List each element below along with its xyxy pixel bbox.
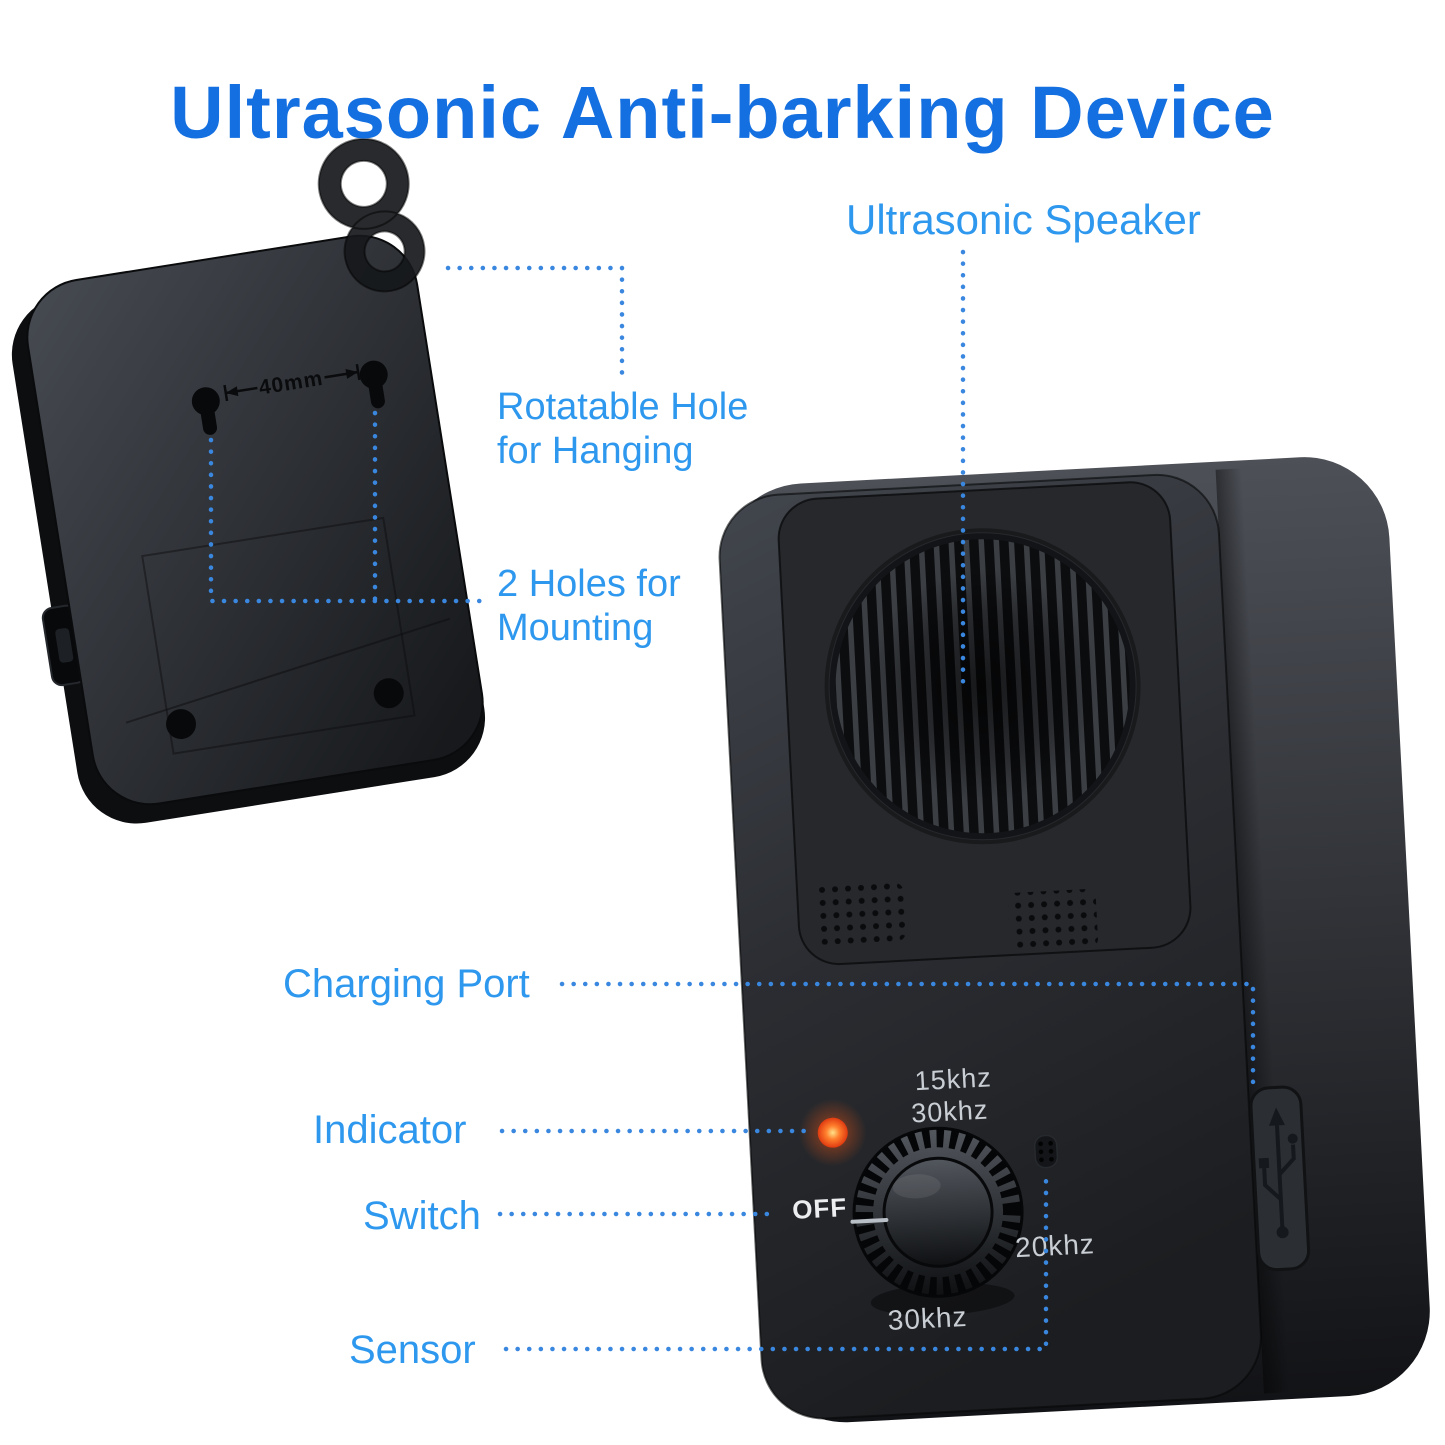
back-seam-line [125,617,451,724]
leader-rotatable-hole [445,265,625,379]
device-back-body [26,234,484,806]
battery-cover-seam [141,516,416,755]
callout-sensor: Sensor [349,1327,476,1373]
freq-label-30khz-top: 30khz [911,1095,990,1129]
ultrasonic-speaker-grille [824,528,1141,845]
leader-mounting-left [208,437,491,604]
device-front-view: 15khz 30khz OFF 20khz 30khz [718,457,1430,1423]
callout-mounting-line2: Mounting [497,607,654,650]
callout-rotatable-line2: for Hanging [497,430,694,473]
rotatable-hanging-hook-icon [317,137,426,293]
callout-switch-text: Switch [363,1194,481,1238]
callout-sensor-text: Sensor [349,1328,476,1372]
leader-charging-port [559,981,1256,1091]
switch-mark [850,1217,889,1224]
callout-rotatable-line1: Rotatable Hole [497,386,749,428]
callout-switch: Switch [363,1193,481,1239]
callout-ultrasonic-speaker: Ultrasonic Speaker [846,196,1201,245]
dimension-arrows [223,363,361,402]
usb-icon [1262,1125,1296,1228]
callout-charging-port: Charging Port [283,961,530,1007]
vent-dots-left [815,883,906,945]
screw-hole-right [373,678,404,709]
mounting-keyhole-right [359,360,388,409]
indicator-led [798,1098,867,1167]
mode-switch-knob [852,1126,1024,1298]
vent-dots-right [1007,889,1098,951]
device-back-view: 40mm [11,137,486,824]
callout-indicator: Indicator [313,1107,466,1153]
callout-ultrasonic-speaker-text: Ultrasonic Speaker [846,196,1201,243]
callout-mounting-line1: 2 Holes for [497,563,681,605]
charging-usb-port [1249,1085,1311,1272]
page-title: Ultrasonic Anti-barking Device [170,70,1275,154]
freq-label-30khz-bottom: 30khz [887,1301,968,1336]
callout-mounting-holes: 2 Holes for Mounting [497,562,681,650]
mounting-keyhole-left [191,387,220,435]
freq-label-20khz: 20khz [1014,1228,1095,1263]
screw-hole-left [166,709,197,740]
freq-label-15khz: 15khz [914,1062,993,1096]
callout-indicator-text: Indicator [313,1108,467,1152]
callout-rotatable-hole: Rotatable Hole for Hanging [497,385,748,473]
callout-charging-port-text: Charging Port [283,962,530,1006]
sensor-microphone-icon [1033,1134,1059,1169]
leader-lines [208,249,1256,1352]
switch-off-label: OFF [791,1192,847,1225]
